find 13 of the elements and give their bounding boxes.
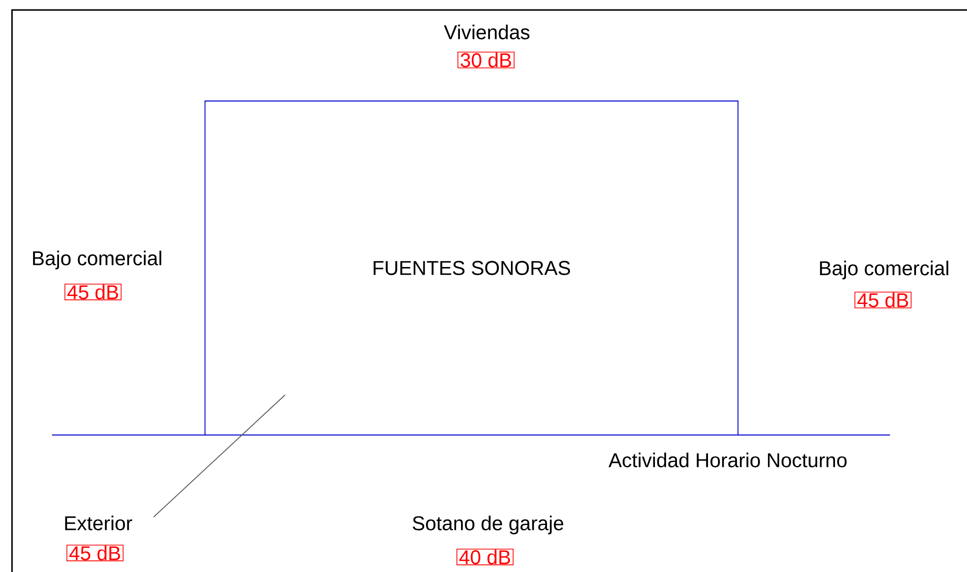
area-label: Viviendas	[444, 24, 530, 40]
level-box: 45 dB	[66, 544, 124, 562]
area-label: Exterior	[65, 516, 132, 530]
level-box: 30 dB	[457, 52, 515, 68]
source-box: FUENTES SONORAS	[204, 100, 738, 436]
area-label: Bajo comercial	[820, 260, 948, 280]
line-label: Actividad Horario Nocturno	[608, 452, 847, 468]
level-box: 40 dB	[456, 548, 514, 566]
area-label: Bajo comercial	[33, 250, 162, 270]
level-box: 45 dB	[854, 292, 912, 308]
leader-line	[153, 394, 286, 518]
level-box: 45 dB	[64, 284, 122, 300]
area-label: Sotano de garaje	[412, 516, 564, 534]
